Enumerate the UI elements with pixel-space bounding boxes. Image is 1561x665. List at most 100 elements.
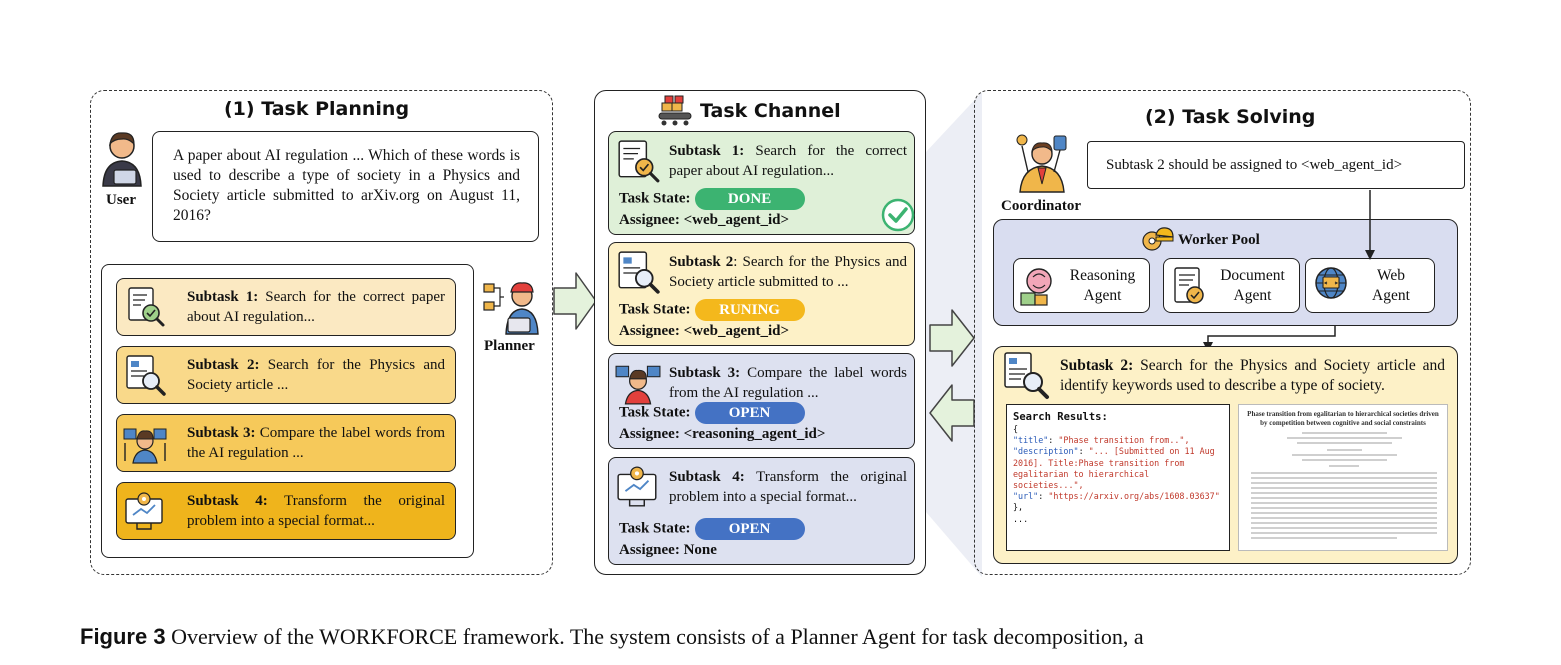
video-call-icon <box>123 428 167 464</box>
monitor-chart-icon <box>125 492 163 530</box>
checklist-search-icon <box>618 140 660 183</box>
document-search-icon <box>618 251 660 294</box>
task-state-row: Task State:OPEN <box>619 518 805 540</box>
plan-subtask-card: Subtask 1: Search for the correct paper … <box>116 278 456 336</box>
agent-name-line2: Agent <box>1372 287 1410 304</box>
paper-text-lines <box>1251 432 1437 539</box>
channel-subtask-name: Subtask 2 <box>669 254 734 270</box>
planner-icon <box>483 282 539 335</box>
worker-helmet-icon <box>1142 227 1174 251</box>
user-query-box: A paper about AI regulation ... Which of… <box>152 131 545 248</box>
brain-puzzle-icon <box>1020 268 1052 306</box>
coordinator-icon <box>1016 134 1067 193</box>
agent-name-line2: Agent <box>1233 287 1272 304</box>
video-call-icon <box>615 365 661 405</box>
plan-subtask-desc: Compare the label words from the AI regu… <box>187 425 445 461</box>
channel-subtask-card: Subtask 4: Transform the original proble… <box>608 457 915 565</box>
assignee-label: Assignee: <reasoning_agent_id> <box>619 426 826 442</box>
plan-subtask-text: Subtask 1: Search for the correct paper … <box>187 287 445 327</box>
document-check-icon <box>1174 267 1204 304</box>
arrow-right-icon <box>553 272 597 330</box>
plan-subtask-card: Subtask 2: Search for the Physics and So… <box>116 346 456 404</box>
agent-name-line1: Web <box>1376 267 1406 284</box>
plan-subtask-card: Subtask 3: Compare the label words from … <box>116 414 456 472</box>
task-state-label: Task State: <box>619 190 691 207</box>
paper-title: Phase transition from egalitarian to hie… <box>1247 410 1439 427</box>
plan-subtask-text: Subtask 4: Transform the original proble… <box>187 491 445 531</box>
globe-code-icon <box>1315 267 1347 299</box>
channel-subtask-name: Subtask 3: <box>669 365 741 381</box>
search-open-brace: { <box>1013 424 1019 434</box>
search-document-icon <box>1004 352 1049 399</box>
user-icon <box>102 132 142 187</box>
task-state-badge: OPEN <box>694 518 805 540</box>
task-state-badge: OPEN <box>694 402 805 424</box>
assignment-arrow <box>1203 190 1375 352</box>
assignee-label: Assignee: None <box>619 542 717 558</box>
caption-text: Overview of the WORKFORCE framework. The… <box>165 624 1144 649</box>
task-state-row: Task State:OPEN <box>619 402 805 424</box>
check-circle-icon <box>881 198 915 232</box>
task-state-row: Task State:DONE <box>619 188 805 210</box>
channel-subtask-text: Subtask 3: Compare the label words from … <box>669 363 907 403</box>
task-planning-panel <box>90 90 553 575</box>
plan-subtask-desc: Search for the correct paper about AI re… <box>187 289 445 325</box>
task-state-label: Task State: <box>619 301 691 318</box>
task-solving-panel <box>974 90 1471 575</box>
task-state-badge: DONE <box>694 188 805 210</box>
channel-subtask-desc: : Search for the Physics and Society art… <box>669 254 908 290</box>
channel-subtask-card: Subtask 1: Search for the correct paper … <box>608 131 915 235</box>
worker-pool-title: Worker Pool <box>1178 232 1260 248</box>
channel-subtask-desc: Search for the correct paper about AI re… <box>669 143 907 179</box>
plan-subtask-text: Subtask 3: Compare the label words from … <box>187 423 445 463</box>
plan-subtask-name: Subtask 2: <box>187 357 260 373</box>
result-title: Subtask 2: <box>1060 357 1134 374</box>
agent-name-line1: Reasoning <box>1069 267 1136 284</box>
arrow-right-icon-2 <box>929 309 975 367</box>
agent-name-line2: Agent <box>1083 287 1122 304</box>
search-close-brace: }, <box>1013 502 1024 513</box>
search-ellipsis: ... <box>1013 513 1029 524</box>
plan-subtask-name: Subtask 1: <box>187 289 259 305</box>
search-title-line: "title": "Phase transition from..", <box>1013 435 1190 446</box>
search-results-box: Search Results: { "title": "Phase transi… <box>1006 404 1230 551</box>
channel-subtask-text: Subtask 4: Transform the original proble… <box>669 467 907 507</box>
assignee-label: Assignee: <web_agent_id> <box>619 212 790 228</box>
result-description: Subtask 2: Search for the Physics and So… <box>1060 356 1445 396</box>
search-desc-line: "description": "... [Submitted on 11 Aug… <box>1013 446 1215 491</box>
search-results-header: Search Results: <box>1013 411 1108 423</box>
caption-figure-number: Figure 3 <box>80 624 166 649</box>
user-query-text: A paper about AI regulation ... Which of… <box>173 147 520 224</box>
channel-subtask-name: Subtask 1: <box>669 143 745 159</box>
task-solving-title: (2) Task Solving <box>1145 106 1316 128</box>
channel-subtask-card: Subtask 3: Compare the label words from … <box>608 353 915 449</box>
task-channel-title: Task Channel <box>700 100 841 122</box>
plan-subtask-card: Subtask 4: Transform the original proble… <box>116 482 456 540</box>
channel-subtask-text: Subtask 1: Search for the correct paper … <box>669 141 907 181</box>
conveyor-icon <box>658 95 692 126</box>
assignee-label: Assignee: <web_agent_id> <box>619 323 790 339</box>
coordinator-label: Coordinator <box>1001 198 1081 214</box>
channel-subtask-desc: Transform the original problem into a sp… <box>669 469 907 505</box>
channel-subtask-desc: Compare the label words from the AI regu… <box>669 365 908 401</box>
task-state-badge: RUNING <box>694 299 805 321</box>
monitor-chart-icon <box>617 466 657 507</box>
plan-subtask-name: Subtask 4: <box>187 493 268 509</box>
channel-subtask-card: Subtask 2: Search for the Physics and So… <box>608 242 915 346</box>
task-state-label: Task State: <box>619 404 691 421</box>
result-text: Search for the Physics and Society artic… <box>1060 357 1445 394</box>
assignment-box: Subtask 2 should be assigned to <web_age… <box>1087 141 1465 189</box>
channel-subtask-text: Subtask 2: Search for the Physics and So… <box>669 252 907 292</box>
plan-subtask-text: Subtask 2: Search for the Physics and So… <box>187 355 445 395</box>
document-search-icon <box>126 355 166 396</box>
plan-subtask-desc: Search for the Physics and Society artic… <box>187 357 445 393</box>
planner-label: Planner <box>484 338 535 354</box>
user-label: User <box>106 192 136 208</box>
plan-subtask-name: Subtask 3: <box>187 425 256 441</box>
figure-caption: Figure 3 Overview of the WORKFORCE frame… <box>80 622 1500 652</box>
